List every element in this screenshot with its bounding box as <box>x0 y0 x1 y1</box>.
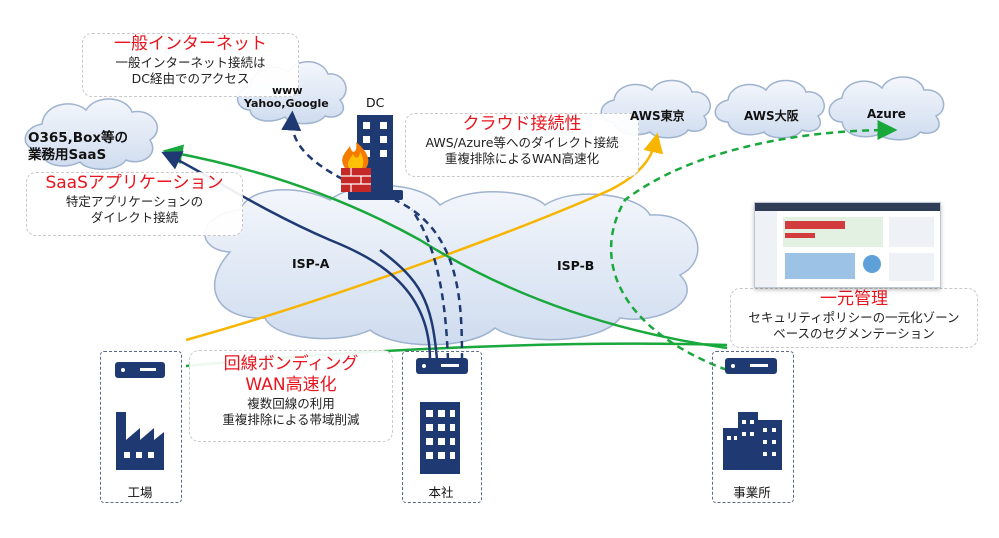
internet-callout-line2: DC経由でのアクセス <box>131 71 250 86</box>
bonding-callout-line1: 複数回線の利用 <box>247 396 335 411</box>
saas-cloud-label-2: 業務用SaaS <box>28 147 107 163</box>
hq-router-icon <box>416 358 468 374</box>
bonding-callout-title1: 回線ボンディング <box>223 354 359 374</box>
hq-building-icon <box>420 402 460 474</box>
factory-icon <box>116 412 164 470</box>
hq-site <box>402 351 482 503</box>
management-console-screenshot <box>754 202 941 288</box>
cloud-callout: クラウド接続性 AWS/Azure等へのダイレクト接続 重複排除によるWAN高速… <box>405 113 639 177</box>
office-label: 事業所 <box>733 485 771 500</box>
yellow-link <box>185 132 664 342</box>
aws-osaka-label: AWS大阪 <box>744 109 799 123</box>
azure-label: Azure <box>867 107 906 121</box>
navy-isp-a-link <box>379 249 439 361</box>
saas-cloud <box>24 98 159 170</box>
office-site <box>712 351 794 503</box>
green-saas-link <box>162 144 728 350</box>
mgmt-callout-title: 一元管理 <box>820 289 888 309</box>
factory-site <box>100 351 182 503</box>
mgmt-callout: 一元管理 セキュリティポリシーの一元化ゾーン ベースのセグメンテーション <box>730 288 978 348</box>
saas-cloud-label-1: O365,Box等の <box>28 130 129 146</box>
saas-callout: SaaSアプリケーション 特定アプリケーションの ダイレクト接続 <box>26 172 243 236</box>
mgmt-callout-line2: ベースのセグメンテーション <box>773 326 935 341</box>
cloud-callout-line2: 重複排除によるWAN高速化 <box>444 151 600 166</box>
isp-b-label: ISP-B <box>557 258 595 273</box>
isp-a-label: ISP-A <box>292 256 330 271</box>
navy-dashed-dc-link <box>410 209 450 361</box>
navy-dashed-dc-link2 <box>394 198 464 361</box>
aws-osaka-cloud <box>714 79 825 139</box>
internet-callout: 一般インターネット 一般インターネット接続は DC経由でのアクセス <box>82 33 299 97</box>
firewall-icon <box>341 142 371 192</box>
bonding-callout: 回線ボンディング WAN高速化 複数回線の利用 重複排除による帯域削減 <box>189 350 393 442</box>
mgmt-callout-line1: セキュリティポリシーの一元化ゾーン <box>748 310 960 325</box>
bonding-callout-line2: 重複排除による帯域削減 <box>222 412 360 427</box>
cloud-callout-title: クラウド接続性 <box>462 114 582 134</box>
office-buildings-icon <box>723 412 782 470</box>
saas-callout-line2: ダイレクト接続 <box>90 210 179 225</box>
aws-tokyo-label: AWS東京 <box>630 109 685 123</box>
internet-callout-line1: 一般インターネット接続は <box>115 55 266 70</box>
saas-callout-line1: 特定アプリケーションの <box>65 194 204 209</box>
factory-router-icon <box>115 362 165 378</box>
green-azure-link <box>609 120 898 372</box>
saas-callout-title: SaaSアプリケーション <box>45 173 224 193</box>
www-label-1: www <box>272 84 303 97</box>
cloud-callout-line1: AWS/Azure等へのダイレクト接続 <box>425 135 619 150</box>
bonding-callout-title2: WAN高速化 <box>245 375 337 395</box>
factory-label: 工場 <box>127 485 153 500</box>
internet-callout-title: 一般インターネット <box>114 34 267 54</box>
office-router-icon <box>725 358 777 374</box>
isp-cloud <box>204 184 699 346</box>
dc-label: DC <box>366 95 385 110</box>
hq-label: 本社 <box>428 485 454 500</box>
www-label-2: Yahoo,Google <box>244 97 329 110</box>
